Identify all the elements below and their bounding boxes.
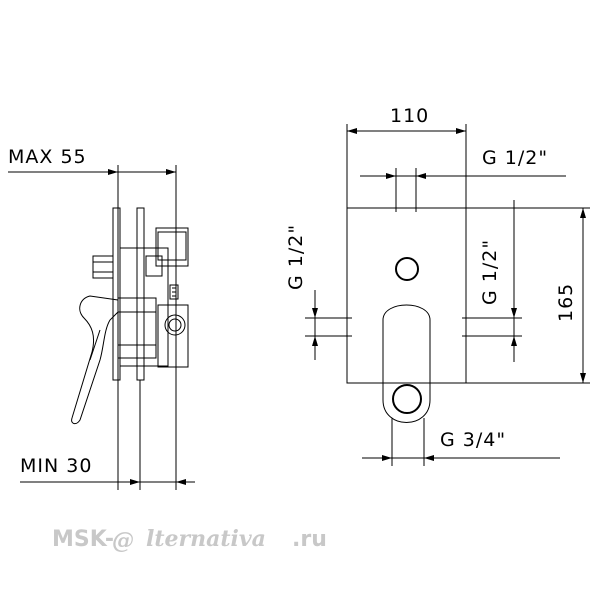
watermark-prefix: MSK- bbox=[52, 527, 114, 552]
max-arrow-right bbox=[166, 169, 176, 175]
width-label: 110 bbox=[390, 105, 429, 127]
valve-body bbox=[119, 247, 169, 367]
watermark: MSK- @ lternativa .ru bbox=[52, 526, 327, 554]
outlet-label: G 3/4" bbox=[440, 429, 506, 451]
front-handle bbox=[382, 304, 431, 423]
front-view: 110 G 1/2" G 1/2" G 1/2" bbox=[285, 105, 590, 466]
handle-lever bbox=[71, 295, 119, 425]
cartridge bbox=[117, 297, 157, 359]
bottom-block bbox=[157, 304, 189, 368]
outlet-port-outer bbox=[164, 314, 186, 336]
watermark-suffix: lternativa bbox=[146, 526, 266, 552]
stop-valve-nut bbox=[145, 255, 163, 277]
max-depth-label: MAX 55 bbox=[8, 146, 87, 168]
wall-plate bbox=[136, 207, 145, 381]
handle-cap bbox=[392, 384, 422, 414]
mixer-plate bbox=[346, 207, 467, 384]
max-arrow-left bbox=[108, 169, 118, 175]
top-inlet-label: G 1/2" bbox=[482, 147, 548, 169]
min-arrow-left bbox=[130, 479, 140, 485]
top-inlet-inner bbox=[157, 231, 187, 261]
outlet-nipple bbox=[169, 284, 179, 300]
diverter-knob bbox=[395, 257, 419, 281]
cover-plate bbox=[112, 207, 121, 381]
height-label: 165 bbox=[555, 283, 577, 322]
min-depth-label: MIN 30 bbox=[20, 455, 92, 477]
right-inlet-label: G 1/2" bbox=[479, 239, 501, 305]
watermark-domain: .ru bbox=[292, 527, 327, 552]
stop-valve bbox=[92, 255, 114, 279]
min-arrow-right bbox=[176, 479, 186, 485]
top-inlet-block bbox=[155, 227, 189, 267]
outlet-port-inner bbox=[168, 318, 182, 332]
side-view: MAX 55 MIN 30 bbox=[8, 146, 195, 490]
watermark-at: @ bbox=[112, 528, 134, 554]
left-inlet-label: G 1/2" bbox=[285, 224, 307, 290]
